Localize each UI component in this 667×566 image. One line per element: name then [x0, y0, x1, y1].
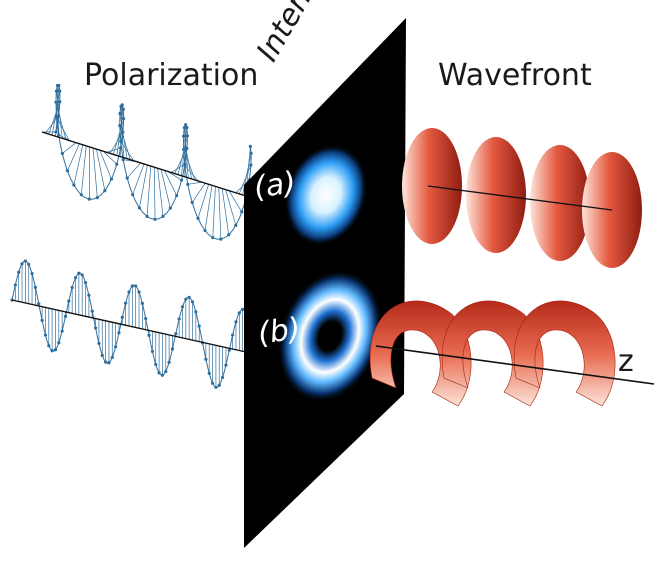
polarization-vector: [120, 141, 135, 161]
propagation-axis-wavefront-a: [427, 185, 613, 211]
helix-curve: [55, 83, 252, 240]
gaussian-beam-spot: [284, 144, 368, 246]
polarization-vector: [139, 165, 148, 208]
polarization-vector: [157, 168, 164, 217]
polarization-vector: [120, 106, 124, 158]
polarization-vector: [197, 184, 209, 219]
polarization-vector: [184, 165, 199, 182]
polarization-vector: [221, 188, 230, 235]
polarization-vector: [55, 85, 60, 137]
polarization-vector: [153, 167, 156, 220]
helical-wavefront-turn: [513, 300, 616, 407]
polarization-vector: [92, 147, 98, 198]
polarization-vector: [191, 183, 206, 203]
polarization-vector: [204, 185, 213, 231]
z-axis: [375, 345, 655, 385]
polarization-vector: [238, 164, 252, 194]
panel-b-label: (b): [255, 311, 303, 352]
sine-curve: [11, 260, 247, 388]
polarization-vector: [212, 186, 216, 238]
polarization-vector-tip: [248, 144, 252, 148]
polarization-vector: [106, 147, 121, 153]
polarization-vector: [187, 181, 202, 185]
polarization-vector: [119, 113, 128, 159]
polarization-vector: [126, 162, 141, 179]
polarization-vector: [102, 150, 118, 165]
polarization-vector: [228, 190, 243, 213]
vortex-beam-ring: [277, 269, 383, 403]
polarization-vector: [80, 145, 87, 195]
polarization-vector: [132, 163, 145, 195]
polarization-vector: [96, 148, 106, 191]
polarization-vector: [218, 187, 222, 240]
polarization-vector: [99, 150, 112, 180]
wavefront-label: Wavefront: [438, 58, 592, 93]
polarization-label: Polarization: [84, 58, 259, 93]
helical-wavefront-turn: [369, 300, 472, 407]
planar-wavefront: [402, 128, 642, 268]
propagation-axis-b: [11, 299, 247, 353]
polarization-vector: [73, 144, 84, 186]
polarization-vector: [119, 125, 131, 160]
z-axis-label: z: [618, 344, 634, 379]
polarization-vector: [62, 142, 77, 154]
polarization-vector: [55, 102, 67, 140]
helical-wavefront-turn: [441, 300, 544, 407]
polarization-vector: [146, 166, 152, 217]
circular-polarization-wave: [41, 83, 253, 241]
polarization-vector: [164, 170, 177, 196]
polarization-vector: [160, 169, 171, 209]
helical-wavefront: [369, 300, 616, 407]
panel-a-label: (a): [251, 165, 299, 206]
propagation-axis-a: [41, 131, 247, 197]
polarization-vector: [225, 189, 237, 226]
polarization-vector: [56, 117, 70, 141]
polarization-vector: [67, 143, 80, 171]
linear-polarization-wave: [10, 259, 248, 389]
